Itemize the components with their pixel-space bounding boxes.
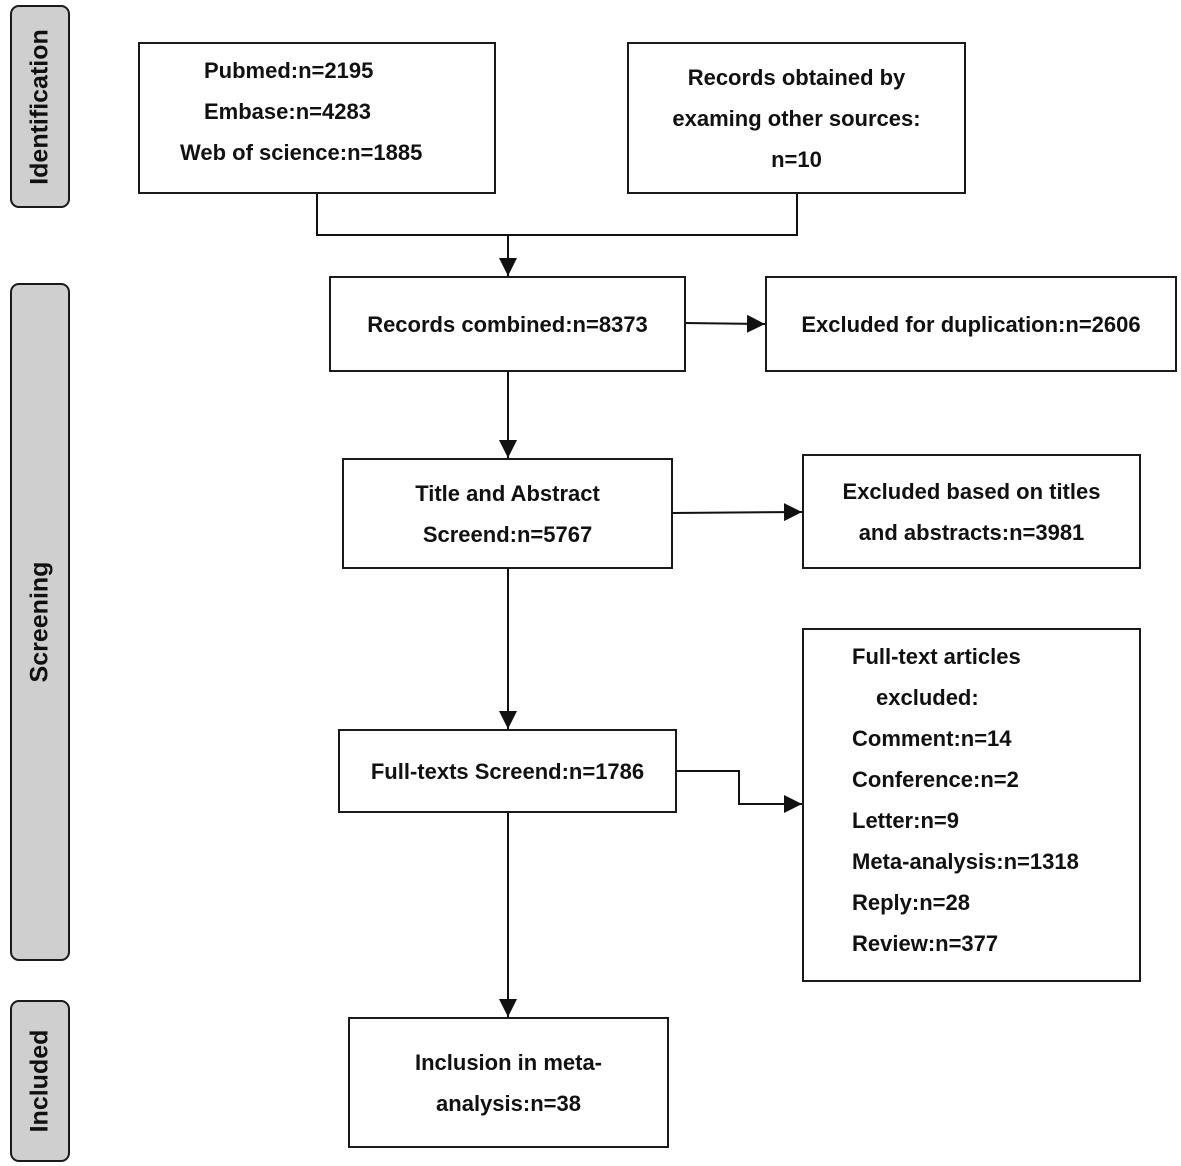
inclusion-box: Inclusion in meta- analysis:n=38 (348, 1017, 669, 1148)
full-text-box: Full-texts Screend:n=1786 (338, 729, 677, 813)
inclusion-line2: analysis:n=38 (436, 1090, 581, 1116)
other-sources-line1: Records obtained by (687, 64, 906, 90)
exclusion-reason-meta-analysis: Meta-analysis:n=1318 (852, 849, 1079, 874)
arrow-to-fulltext-excluded (676, 770, 802, 813)
other-sources-line2: examing other sources: (672, 105, 921, 131)
databases-box: Pubmed:n=2195 Embase:n=4283 Web of scien… (138, 42, 496, 194)
pubmed-count: Pubmed:n=2195 (204, 58, 374, 83)
arrow-to-duplication (684, 314, 766, 333)
fulltext-excluded-heading2: excluded: (876, 685, 979, 710)
other-sources-line3: n=10 (771, 146, 822, 172)
wos-count: Web of science:n=1885 (180, 140, 423, 165)
exclusion-reason-comment: Comment:n=14 (852, 726, 1012, 751)
merge-connector (316, 194, 798, 236)
embase-count: Embase:n=4283 (204, 99, 371, 124)
inclusion-line1: Inclusion in meta- (414, 1049, 603, 1075)
other-sources-box: Records obtained by examing other source… (627, 42, 966, 194)
excluded-titles-box: Excluded based on titles and abstracts:n… (802, 454, 1141, 569)
excluded-titles-line1: Excluded based on titles (842, 478, 1101, 504)
stage-included-label: Included (25, 1029, 54, 1133)
combined-text: Records combined:n=8373 (367, 311, 648, 337)
exclusion-reason-review: Review:n=377 (852, 931, 999, 956)
exclusion-reason-reply: Reply:n=28 (852, 890, 970, 915)
combined-box: Records combined:n=8373 (329, 276, 686, 372)
stage-screening: Screening (10, 283, 70, 961)
exclusion-reason-conference: Conference:n=2 (852, 767, 1019, 792)
stage-included: Included (10, 1000, 70, 1162)
excluded-titles-line2: and abstracts:n=3981 (858, 519, 1085, 545)
title-abstract-box: Title and Abstract Screend:n=5767 (342, 458, 673, 569)
full-text-text: Full-texts Screend:n=1786 (370, 758, 645, 784)
fulltext-excluded-heading1: Full-text articles (852, 644, 1021, 669)
title-abstract-line2: Screend:n=5767 (422, 521, 593, 547)
fulltext-excluded-box: Full-text articles excluded: Comment:n=1… (802, 628, 1141, 982)
stage-identification-label: Identification (25, 28, 54, 185)
arrow-to-excluded-titles (671, 503, 803, 522)
duplication-box: Excluded for duplication:n=2606 (765, 276, 1177, 372)
stage-screening-label: Screening (25, 561, 54, 683)
stage-identification: Identification (10, 5, 70, 208)
title-abstract-line1: Title and Abstract (415, 480, 600, 506)
exclusion-reason-letter: Letter:n=9 (852, 808, 959, 833)
duplication-text: Excluded for duplication:n=2606 (801, 311, 1141, 337)
